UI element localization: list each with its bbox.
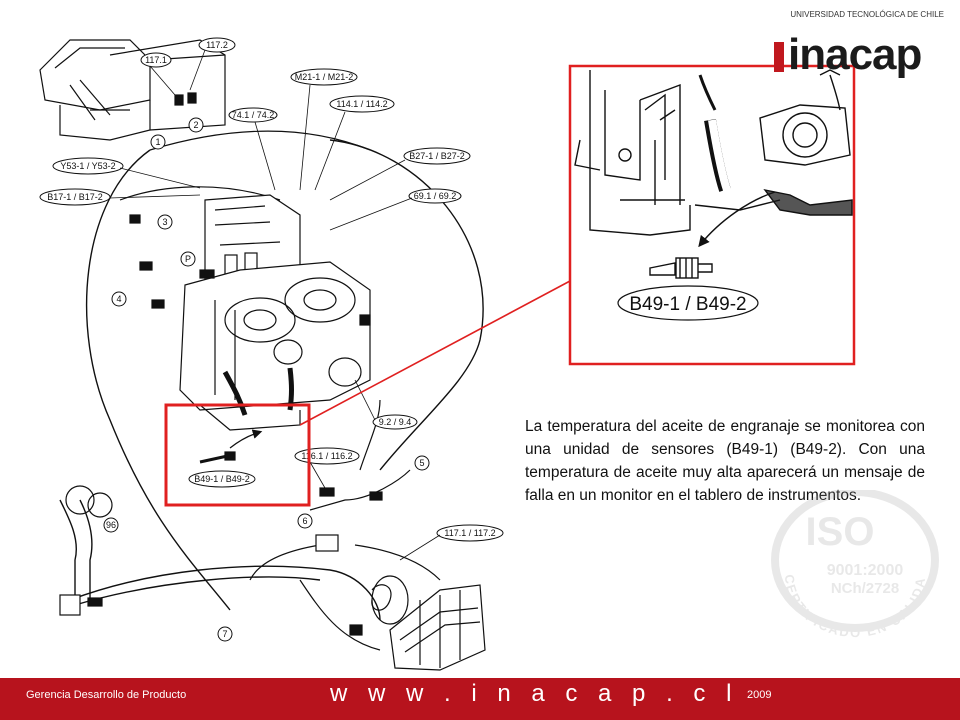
svg-text:4: 4 [116,294,121,304]
logo-wordmark: inacap [788,30,922,79]
svg-text:B27-1 / B27-2: B27-1 / B27-2 [409,151,465,161]
svg-text:9001:2000: 9001:2000 [827,562,904,579]
callout-labels: 117.2 117.1 M21-1 / M21-2 74.1 / 74.2 11… [39,37,504,542]
footer-website-link[interactable]: w w w . i n a c a p . c l [330,680,739,707]
svg-text:7: 7 [222,629,227,639]
svg-text:9.2 / 9.4: 9.2 / 9.4 [379,417,412,427]
label-b49-small: B49-1 / B49-2 [188,470,256,488]
svg-text:114.1 / 114.2: 114.1 / 114.2 [336,99,387,109]
label-9-2: 9.2 / 9.4 [372,414,418,430]
label-117-1: 117.1 [140,52,172,68]
marker-6: 6 [297,513,313,529]
iso-watermark: ISO 9001:2000 NCh/2728 CERTIFICADO EN CA… [760,490,939,640]
svg-text:6: 6 [302,516,307,526]
svg-text:M21-1 / M21-2: M21-1 / M21-2 [295,72,354,82]
svg-text:117.1: 117.1 [145,55,167,65]
svg-text:NCh/2728: NCh/2728 [831,580,899,597]
label-117-bottom: 117.1 / 117.2 [436,524,504,542]
svg-text:5: 5 [419,458,424,468]
marker-3: 3 [157,214,173,230]
label-117-2: 117.2 [198,37,236,53]
svg-text:2: 2 [193,120,198,130]
description-text: La temperatura del aceite de engranaje s… [525,418,925,504]
inacap-logo: UNIVERSIDAD TECNOLÓGICA DE CHILE inacap [748,10,944,79]
svg-text:Y53-1 / Y53-2: Y53-1 / Y53-2 [60,161,115,171]
label-b27: B27-1 / B27-2 [403,147,471,165]
marker-5: 5 [414,455,430,471]
label-m21: M21-1 / M21-2 [290,68,358,86]
red-arrow [299,263,603,426]
svg-text:117.2: 117.2 [206,40,228,50]
svg-text:96: 96 [106,520,116,530]
machine-drawing [39,39,486,671]
label-y53: Y53-1 / Y53-2 [52,157,124,175]
label-74: 74.1 / 74.2 [228,107,278,123]
svg-text:116.1 / 116.2: 116.1 / 116.2 [301,451,352,461]
svg-text:B17-1 / B17-2: B17-1 / B17-2 [47,192,103,202]
svg-text:1: 1 [155,137,160,147]
marker-96: 96 [103,517,119,533]
zoom-detail: B49-1 / B49-2 [568,64,856,366]
number-markers: 1 2 3 4 5 6 7 P 96 [103,117,430,642]
highlight-box [164,403,311,507]
marker-p: P [180,251,196,267]
svg-text:74.1 / 74.2: 74.1 / 74.2 [232,110,275,120]
svg-text:P: P [185,254,191,264]
svg-text:ISO: ISO [806,510,875,554]
svg-text:69.1 / 69.2: 69.1 / 69.2 [414,191,457,201]
marker-4: 4 [111,291,127,307]
marker-1: 1 [150,134,166,150]
svg-text:B49-1 / B49-2: B49-1 / B49-2 [194,474,250,484]
marker-2: 2 [188,117,204,133]
svg-text:B49-1 / B49-2: B49-1 / B49-2 [629,294,746,315]
footer-department: Gerencia Desarrollo de Producto [26,689,187,701]
marker-7: 7 [217,626,233,642]
label-114: 114.1 / 114.2 [329,95,395,113]
label-116: 116.1 / 116.2 [294,447,360,465]
footer-bar: Gerencia Desarrollo de Producto w w w . … [0,678,960,720]
footer-year: 2009 [747,689,772,701]
label-69: 69.1 / 69.2 [408,188,462,204]
logo-university-name: UNIVERSIDAD TECNOLÓGICA DE CHILE [790,10,944,19]
zoom-label: B49-1 / B49-2 [617,285,759,321]
svg-text:117.1 / 117.2: 117.1 / 117.2 [444,528,495,538]
svg-text:3: 3 [162,217,167,227]
logo-mark: inacap [748,24,944,79]
logo-red-bar [774,42,784,72]
label-b17: B17-1 / B17-2 [39,188,111,206]
